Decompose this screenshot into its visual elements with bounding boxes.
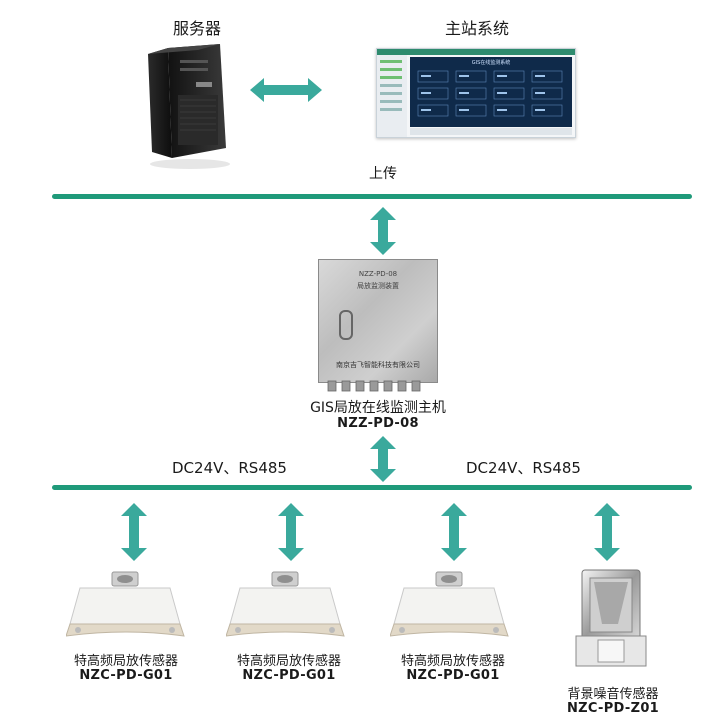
sensor-4-name: 背景噪音传感器	[567, 687, 659, 702]
sensor-1-arrow	[121, 503, 147, 561]
server-image	[148, 44, 230, 169]
master-system-label: 主站系统	[444, 19, 510, 38]
uhf-sensor-3-image	[390, 571, 509, 637]
bus-label-left: DC24V、RS485	[172, 459, 287, 477]
host-bus-arrow	[370, 436, 396, 482]
host-panel-model: NZZ-PD-08	[358, 270, 398, 278]
lower-bus-line	[52, 485, 692, 490]
sensor-4-model: NZC-PD-Z01	[566, 701, 660, 716]
uhf-sensor-2-image	[226, 571, 345, 637]
sensor-1-name: 特高频局放传感器	[73, 654, 179, 669]
screen-dashboard: GIS在线监测系统	[410, 57, 572, 127]
bus-label-right: DC24V、RS485	[466, 459, 581, 477]
master-system-screen: GIS在线监测系统	[376, 48, 576, 138]
uhf-sensor-1-image	[66, 571, 185, 637]
sensor-3-arrow	[441, 503, 467, 561]
screen-statusbar	[410, 128, 572, 135]
server-label: 服务器	[172, 19, 222, 38]
upload-label: 上传	[369, 166, 397, 182]
host-connectors	[327, 380, 421, 392]
screen-sidebar	[377, 55, 407, 137]
host-name: GIS局放在线监测主机	[310, 400, 446, 416]
noise-sensor-image	[575, 569, 647, 667]
screen-title: GIS在线监测系统	[471, 60, 511, 66]
sensor-1-model: NZC-PD-G01	[79, 668, 173, 683]
host-panel-title: 局放监测装置	[357, 282, 399, 290]
host-model: NZZ-PD-08	[337, 416, 419, 431]
host-handle	[339, 310, 353, 340]
screen-titlebar	[377, 49, 575, 55]
host-panel-company: 南京吉飞智能科技有限公司	[336, 361, 420, 369]
sensor-4-arrow	[594, 503, 620, 561]
server-master-arrow	[250, 78, 322, 102]
host-device: NZZ-PD-08 局放监测装置 南京吉飞智能科技有限公司	[318, 259, 438, 383]
sensor-2-name: 特高频局放传感器	[236, 654, 342, 669]
upper-bus-line	[52, 194, 692, 199]
sensor-3-name: 特高频局放传感器	[400, 654, 506, 669]
sensor-2-model: NZC-PD-G01	[242, 668, 336, 683]
sensor-3-model: NZC-PD-G01	[406, 668, 500, 683]
upload-arrow	[370, 207, 396, 255]
sensor-2-arrow	[278, 503, 304, 561]
